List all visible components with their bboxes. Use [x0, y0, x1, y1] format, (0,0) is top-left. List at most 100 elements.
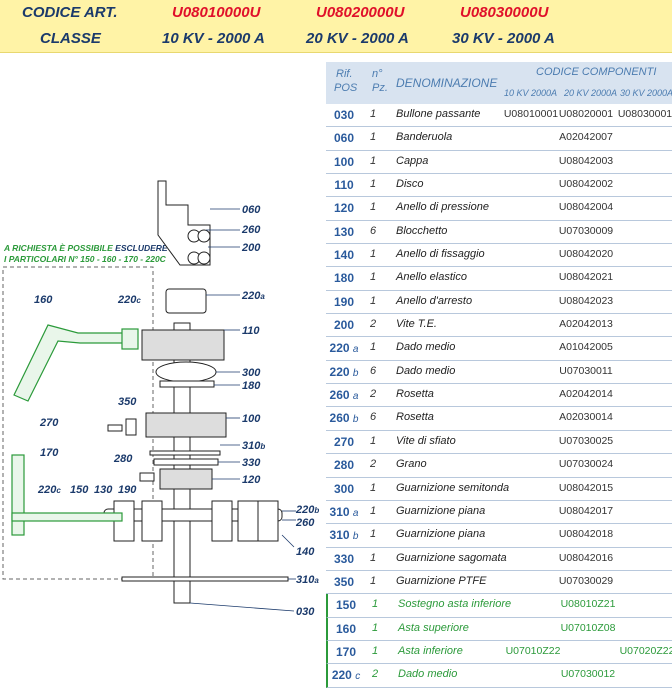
row-code-20kv: U08042023 [558, 294, 614, 307]
row-code-20kv: U08042018 [558, 528, 614, 541]
part-100 [145, 412, 227, 438]
part-150 [11, 512, 123, 522]
th-col3: 30 KV 2000A [620, 88, 672, 98]
row-pos: 140 [333, 248, 355, 263]
row-pos: 220 [329, 364, 350, 379]
row-denominazione: Guarnizione piana [396, 528, 486, 541]
label-110: 110 [242, 325, 260, 337]
th-codice-componenti: CODICE COMPONENTI [536, 66, 657, 78]
part-120 [159, 468, 213, 490]
label-190: 190 [118, 484, 137, 496]
note-line1a: A RICHIESTA È POSSIBILE [4, 243, 116, 253]
row-pos-cell: 100 [326, 155, 362, 169]
part-160 [13, 324, 125, 402]
row-denominazione: Grano [396, 458, 427, 471]
row-qty: 6 [370, 224, 377, 237]
code-30kv: U08030000U [460, 4, 549, 21]
label-170: 170 [40, 447, 59, 459]
row-code-20kv: U08042017 [558, 504, 614, 517]
note-line1b: ESCLUDERE [115, 243, 168, 253]
row-code-20kv: U08042021 [558, 271, 614, 284]
label-120: 120 [242, 474, 261, 486]
label-220c: 220c [117, 294, 141, 306]
row-qty: 2 [370, 388, 377, 401]
row-denominazione: Bullone passante [396, 108, 481, 120]
row-denominazione: Anello d'arresto [396, 294, 473, 307]
row-code-20kv: A02042013 [559, 318, 613, 331]
row-pos-cell: 350 [326, 575, 362, 589]
part-350 [125, 418, 137, 436]
row-code-20kv: A02030014 [559, 411, 613, 424]
row-pos-cell: 110 [326, 178, 362, 192]
row-pos: 310 [329, 504, 350, 519]
row-denominazione: Asta superiore [398, 621, 469, 634]
row-pos-cell: 280 [326, 458, 362, 472]
row-pos: 330 [333, 551, 355, 566]
th-denominazione: DENOMINAZIONE [396, 76, 498, 90]
row-denominazione: Blocchetto [396, 224, 448, 237]
row-code-30kv: U07020Z22 [619, 644, 672, 657]
part-130-d [237, 500, 259, 542]
row-denominazione: Vite di sfiato [396, 434, 456, 447]
code-20kv: U08020000U [316, 4, 405, 21]
row-code-20kv: A02042007 [559, 131, 613, 144]
label-260b: 260 [295, 517, 315, 529]
row-code-20kv: U08010Z21 [560, 598, 616, 611]
part-330 [153, 458, 219, 466]
row-pos: 130 [333, 224, 355, 239]
row-code-10kv: U07010Z22 [505, 644, 561, 657]
row-pos-suffix: a [352, 344, 359, 356]
row-pos-cell: 220 c [328, 668, 364, 682]
th-col2: 20 KV 2000A [564, 88, 618, 98]
row-pos-cell: 260 a [326, 388, 362, 402]
row-pos-cell: 170 [328, 645, 364, 659]
label-310b: 310b [242, 440, 265, 452]
row-denominazione: Sostegno asta inferiore [398, 598, 512, 611]
row-pos-cell: 200 [326, 318, 362, 332]
row-code-20kv: U08042004 [558, 201, 614, 214]
part-270 [107, 424, 123, 432]
label-150: 150 [70, 484, 89, 496]
part-220a [165, 288, 207, 314]
label-060: 060 [242, 204, 261, 216]
row-pos-cell: 220 a [326, 341, 362, 355]
label-130: 130 [94, 484, 113, 496]
row-qty: 1 [370, 551, 377, 564]
row-pos: 170 [335, 644, 357, 659]
row-pos-cell: 180 [326, 271, 362, 285]
part-180 [159, 380, 215, 388]
row-pos-cell: 150 [328, 598, 364, 612]
table-header: Rif. POS n° Pz. DENOMINAZIONE CODICE COM… [326, 62, 672, 104]
row-pos: 310 [329, 528, 350, 543]
class-30kv: 30 KV - 2000 A [452, 30, 555, 47]
row-qty: 1 [370, 294, 377, 307]
label-220b: 220b [295, 504, 319, 516]
part-310a [121, 576, 289, 582]
row-pos-suffix: b [352, 414, 359, 426]
row-pos: 350 [333, 574, 355, 589]
row-qty: 1 [370, 108, 377, 120]
row-code-20kv: U08042003 [558, 154, 614, 167]
row-qty: 1 [370, 248, 377, 261]
row-pos: 260 [329, 411, 350, 426]
part-310b [149, 450, 221, 456]
label-260: 260 [241, 224, 261, 236]
row-pos-cell: 120 [326, 201, 362, 215]
components-table: Rif. POS n° Pz. DENOMINAZIONE CODICE COM… [326, 62, 672, 688]
row-pos-cell: 310 b [326, 528, 362, 542]
row-pos: 030 [333, 108, 355, 122]
